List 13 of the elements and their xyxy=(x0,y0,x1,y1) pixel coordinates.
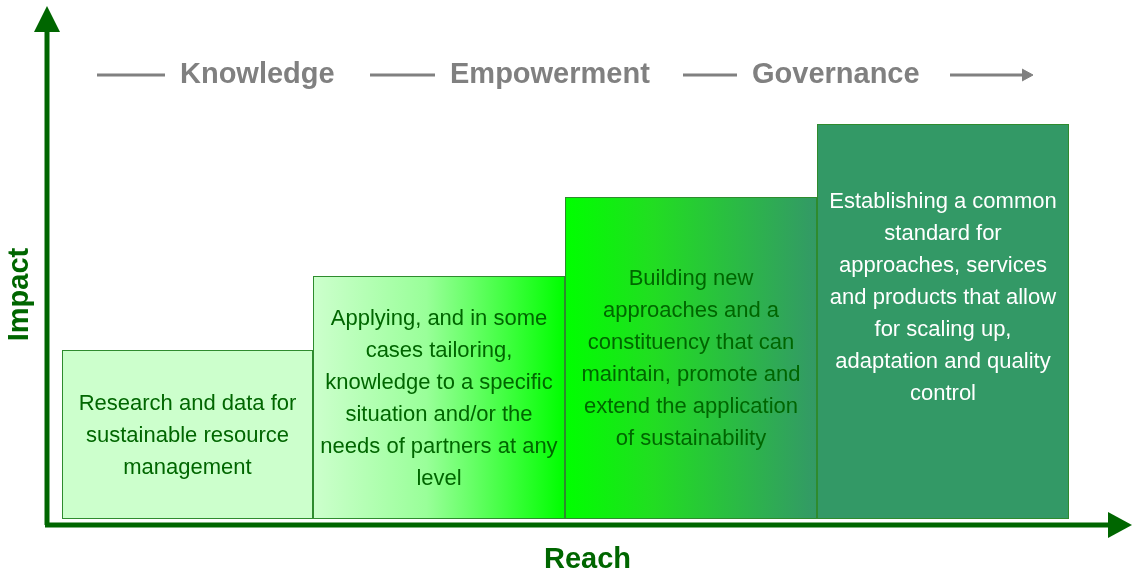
stage-label: Knowledge xyxy=(180,57,335,90)
step-box xyxy=(565,197,817,519)
step-box xyxy=(313,276,565,519)
step-box xyxy=(817,124,1069,519)
axis-title: Impact xyxy=(2,247,36,342)
step-description: Building new approaches and a constituency that can maintain, promote and extend the application of sustainability xyxy=(580,264,802,452)
step-description: Establishing a common standard for approaches, services and products that allow for scaling up, adaptation and quality control xyxy=(828,186,1058,407)
step-box xyxy=(62,350,313,519)
stage-label: Governance xyxy=(752,57,920,90)
step-description: Applying, and in some cases tailoring, knowledge to a specific situation and/or the needs of partners at any level xyxy=(320,303,558,492)
axis-title: Reach xyxy=(544,542,632,575)
stage-label: Empowerment xyxy=(450,57,650,90)
step-description: Research and data for sustainable resource management xyxy=(77,388,298,481)
